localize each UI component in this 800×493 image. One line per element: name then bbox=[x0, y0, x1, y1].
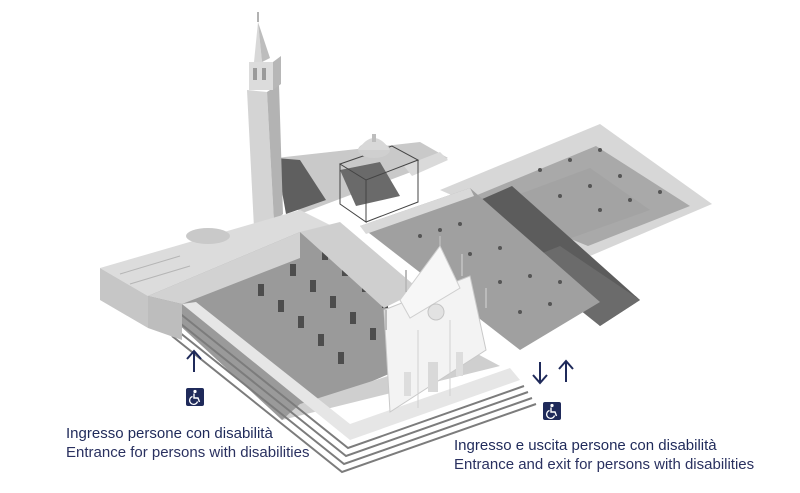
right-entrance-caption: Ingresso e uscita persone con disabilità… bbox=[454, 436, 754, 474]
arrow-up-icon bbox=[558, 359, 574, 382]
right-entrance-label-en: Entrance and exit for persons with disab… bbox=[454, 456, 755, 473]
church-side bbox=[300, 222, 420, 308]
wheelchair-icon bbox=[543, 402, 561, 420]
left-entrance-label-en: Entrance for persons with disabilities bbox=[66, 444, 310, 461]
cathedral-facade bbox=[383, 236, 487, 413]
east-courtyard bbox=[440, 124, 712, 256]
rear-buildings bbox=[276, 134, 448, 223]
west-terrace bbox=[100, 210, 344, 328]
wheelchair-icon bbox=[186, 388, 204, 406]
front-steps bbox=[148, 296, 537, 474]
right-entrance-label-it: Ingresso e uscita persone con disabilità bbox=[454, 437, 717, 454]
bell-tower bbox=[247, 12, 283, 228]
left-entrance-label-it: Ingresso persone con disabilità bbox=[66, 425, 273, 442]
central-courtyard bbox=[360, 188, 600, 350]
arrow-down-icon bbox=[532, 362, 548, 385]
arrow-up-icon bbox=[186, 349, 202, 372]
left-entrance-caption: Ingresso persone con disabilità Entrance… bbox=[66, 424, 309, 462]
